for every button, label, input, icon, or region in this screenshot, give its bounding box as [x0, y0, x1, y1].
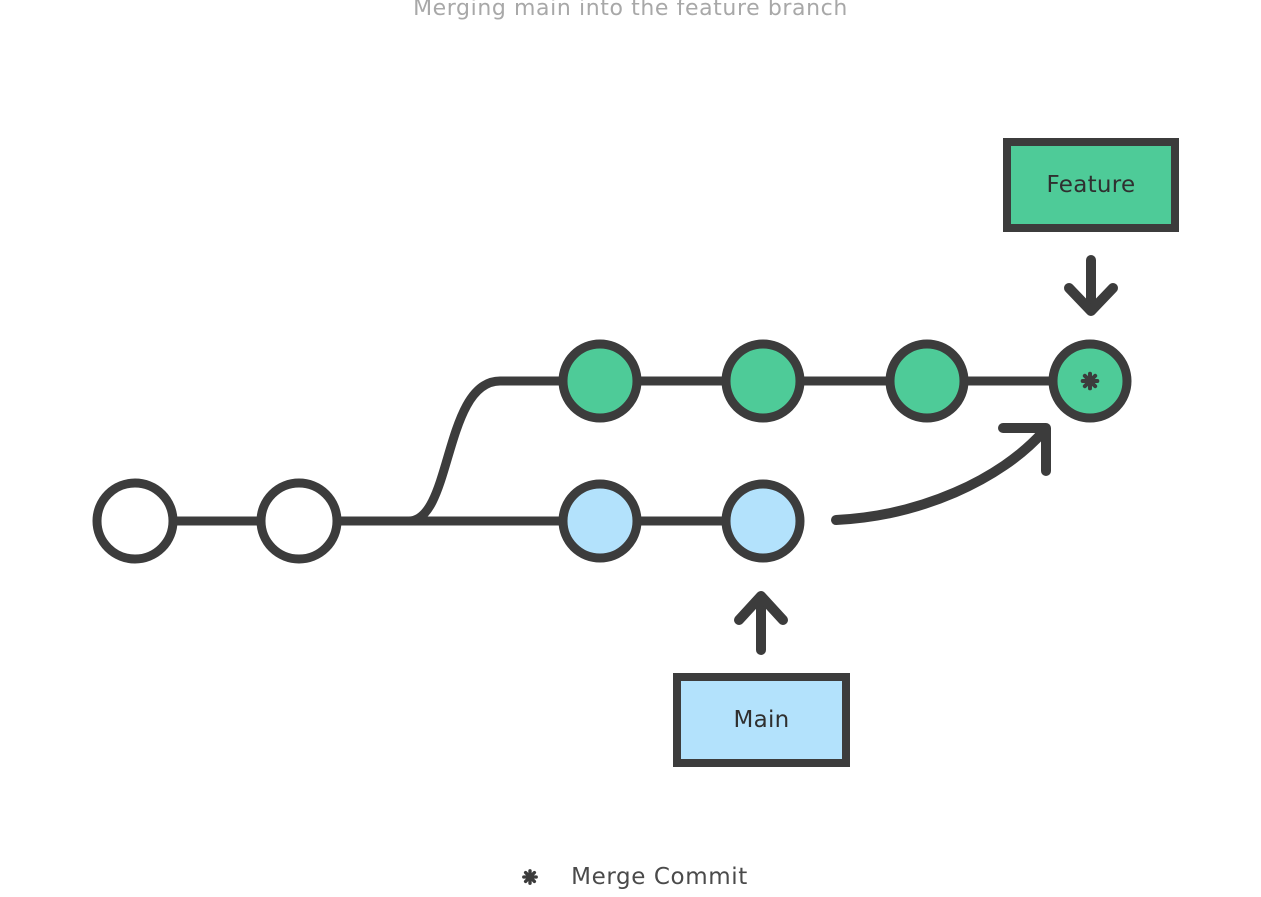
branch-fork-curve [404, 376, 605, 526]
commit-node-feature-2[interactable] [721, 339, 805, 423]
page-title: Merging main into the feature branch [413, 0, 848, 21]
commit-node-main-2[interactable] [721, 479, 805, 563]
merge-commit-asterisk-icon [1080, 371, 1100, 391]
feature-pointer-arrow [1064, 255, 1118, 316]
legend-label: Merge Commit [571, 864, 748, 890]
commit-node-feature-1[interactable] [558, 339, 642, 423]
main-arrow-head [734, 591, 788, 625]
commit-node-base-2[interactable] [256, 478, 342, 564]
merge-arrow-head [998, 423, 1051, 476]
commit-node-main-1[interactable] [558, 479, 642, 563]
branch-label-main-text: Main [733, 707, 790, 733]
branch-label-feature-text: Feature [1046, 172, 1136, 198]
legend: Merge Commit [0, 860, 1261, 894]
feature-commit-nodes [558, 339, 1132, 423]
commit-node-base-1[interactable] [92, 478, 178, 564]
feature-arrow-head [1064, 283, 1118, 316]
branch-connectors [97, 376, 1090, 526]
main-pointer-arrow [734, 591, 788, 655]
main-commit-nodes [558, 479, 805, 563]
commit-node-feature-3[interactable] [885, 339, 969, 423]
base-commit-nodes [92, 478, 342, 564]
merge-arrow-curve [831, 427, 1048, 525]
merge-arrow [831, 423, 1051, 525]
merge-commit-asterisk-icon [522, 869, 539, 885]
branch-label-main[interactable]: Main [673, 673, 850, 767]
branch-label-feature[interactable]: Feature [1003, 138, 1179, 232]
